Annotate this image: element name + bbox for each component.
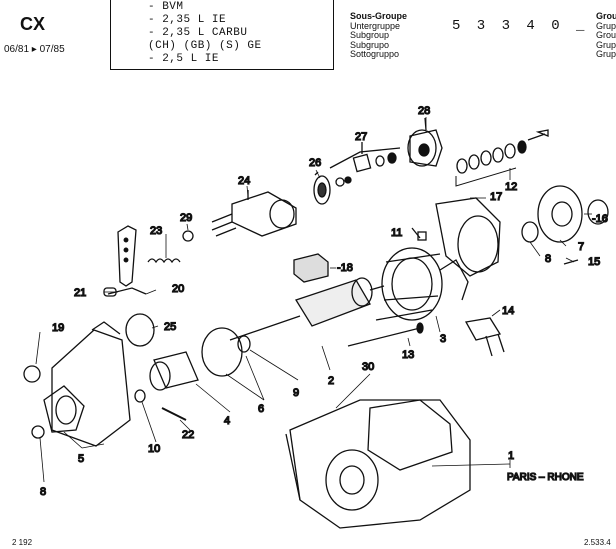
through-bolts-part-13 <box>347 309 433 347</box>
callout-label: 8 <box>545 253 551 265</box>
callout-label: -16 <box>592 213 608 225</box>
callout-label: 17 <box>490 191 502 203</box>
screw-part-15 <box>563 259 579 265</box>
washer-part-9 <box>237 335 251 353</box>
callout-label: -18 <box>337 262 353 274</box>
reference-code: 2.533.4 <box>584 538 611 547</box>
washer-part-10 <box>134 389 146 403</box>
callout-label: 13 <box>402 349 414 361</box>
shift-fork-part-20 <box>107 225 147 295</box>
production-dates: 06/81 ▸ 07/85 <box>4 44 65 55</box>
armature-part-2 <box>229 277 385 341</box>
group-label: Grup <box>596 39 616 50</box>
model-name: CX <box>20 14 46 34</box>
brush-part-18 <box>293 253 329 283</box>
version-line: - 2,35 L CARBU <box>148 27 248 39</box>
header: CX 06/81 ▸ 07/85 - BVM - 2,35 L IE - 2,3… <box>0 0 616 70</box>
group-label: Grup <box>596 20 616 31</box>
version-line: - 2,35 L IE <box>148 14 227 26</box>
subgroup-label: Sottogruppo <box>350 49 400 59</box>
callout-label: 2 <box>328 375 334 387</box>
cap-part-16 <box>587 199 609 225</box>
group-label: Grou <box>596 30 616 40</box>
callout-label: 10 <box>148 443 160 455</box>
yoke-part-17 <box>435 197 501 277</box>
field-coil-part-3 <box>381 247 469 321</box>
callout-label: 11 <box>391 227 402 239</box>
callout-label: 23 <box>150 225 162 237</box>
drive-pinion-part-4 <box>149 351 199 391</box>
bushing-part-8b <box>31 425 45 439</box>
callout-label: 6 <box>258 403 264 415</box>
callout-label: 9 <box>293 387 299 399</box>
subgroup-labels: Sous-Groupe Untergruppe Subgroup Subgrup… <box>350 11 408 60</box>
callout-label: 8 <box>40 486 46 498</box>
end-plate-part-7 <box>537 185 583 243</box>
version-line: - 2,5 L IE <box>148 53 220 65</box>
assembled-starter-part-30 <box>285 399 471 529</box>
group-label: Grup <box>596 49 616 59</box>
callout-label: 4 <box>224 415 230 427</box>
group-label: Grou <box>596 11 616 21</box>
page-number: 2 192 <box>12 538 33 547</box>
callout-label: 20 <box>172 283 184 295</box>
callout-label: 15 <box>588 256 600 268</box>
spring-part-23 <box>147 258 181 264</box>
group-labels: Grou Grup Grou Grup Grup <box>596 11 616 60</box>
brush-holder-part-14 <box>464 317 505 357</box>
plate-part-25 <box>125 313 155 347</box>
version-line: (CH) (GB) (S) GE <box>148 40 262 52</box>
subgroup-label: Untergruppe <box>350 20 401 31</box>
washer-stack-part-12 <box>455 129 549 187</box>
callout-label: 12 <box>505 181 517 193</box>
callout-label: 29 <box>180 212 192 224</box>
brand-label: PARIS – RHONE <box>507 472 584 483</box>
callout-label: 26 <box>309 157 321 169</box>
callout-label: 25 <box>164 321 176 333</box>
subgroup-label: Subgrupo <box>350 39 390 50</box>
leader-lines <box>35 117 592 483</box>
group-code: 5 3 3 4 0 _ <box>452 18 589 34</box>
nut-part-29 <box>182 230 194 242</box>
callout-label: 14 <box>502 305 514 317</box>
callout-label: 1 <box>508 450 514 462</box>
screw-part-11 <box>411 227 427 241</box>
version-line: - BVM <box>148 1 184 13</box>
bearing-part-26 <box>313 171 352 205</box>
ring-part-22 <box>161 407 187 421</box>
subgroup-label: Sous-Groupe <box>350 11 408 21</box>
callout-label: 3 <box>440 333 446 345</box>
intermediate-bearing-part-6 <box>201 327 243 377</box>
subgroup-label: Subgroup <box>350 30 390 40</box>
versions-box <box>110 0 334 70</box>
end-cover-part-28 <box>407 117 443 167</box>
bushing-set-part-27 <box>329 142 401 173</box>
callout-label: 22 <box>182 429 194 441</box>
callout-label: 19 <box>52 322 64 334</box>
callout-label: 28 <box>418 105 430 117</box>
callout-label: 30 <box>362 361 374 373</box>
solenoid-part-24 <box>211 190 297 237</box>
callout-label: 5 <box>78 453 84 465</box>
drive-end-housing-part-5 <box>43 321 131 447</box>
callout-label: 21 <box>74 287 86 299</box>
bushing-part-8 <box>521 221 539 243</box>
callout-label: 24 <box>238 175 250 187</box>
cap-part-19 <box>23 365 41 383</box>
callout-label: 7 <box>578 241 584 253</box>
callout-label: 27 <box>355 131 367 143</box>
